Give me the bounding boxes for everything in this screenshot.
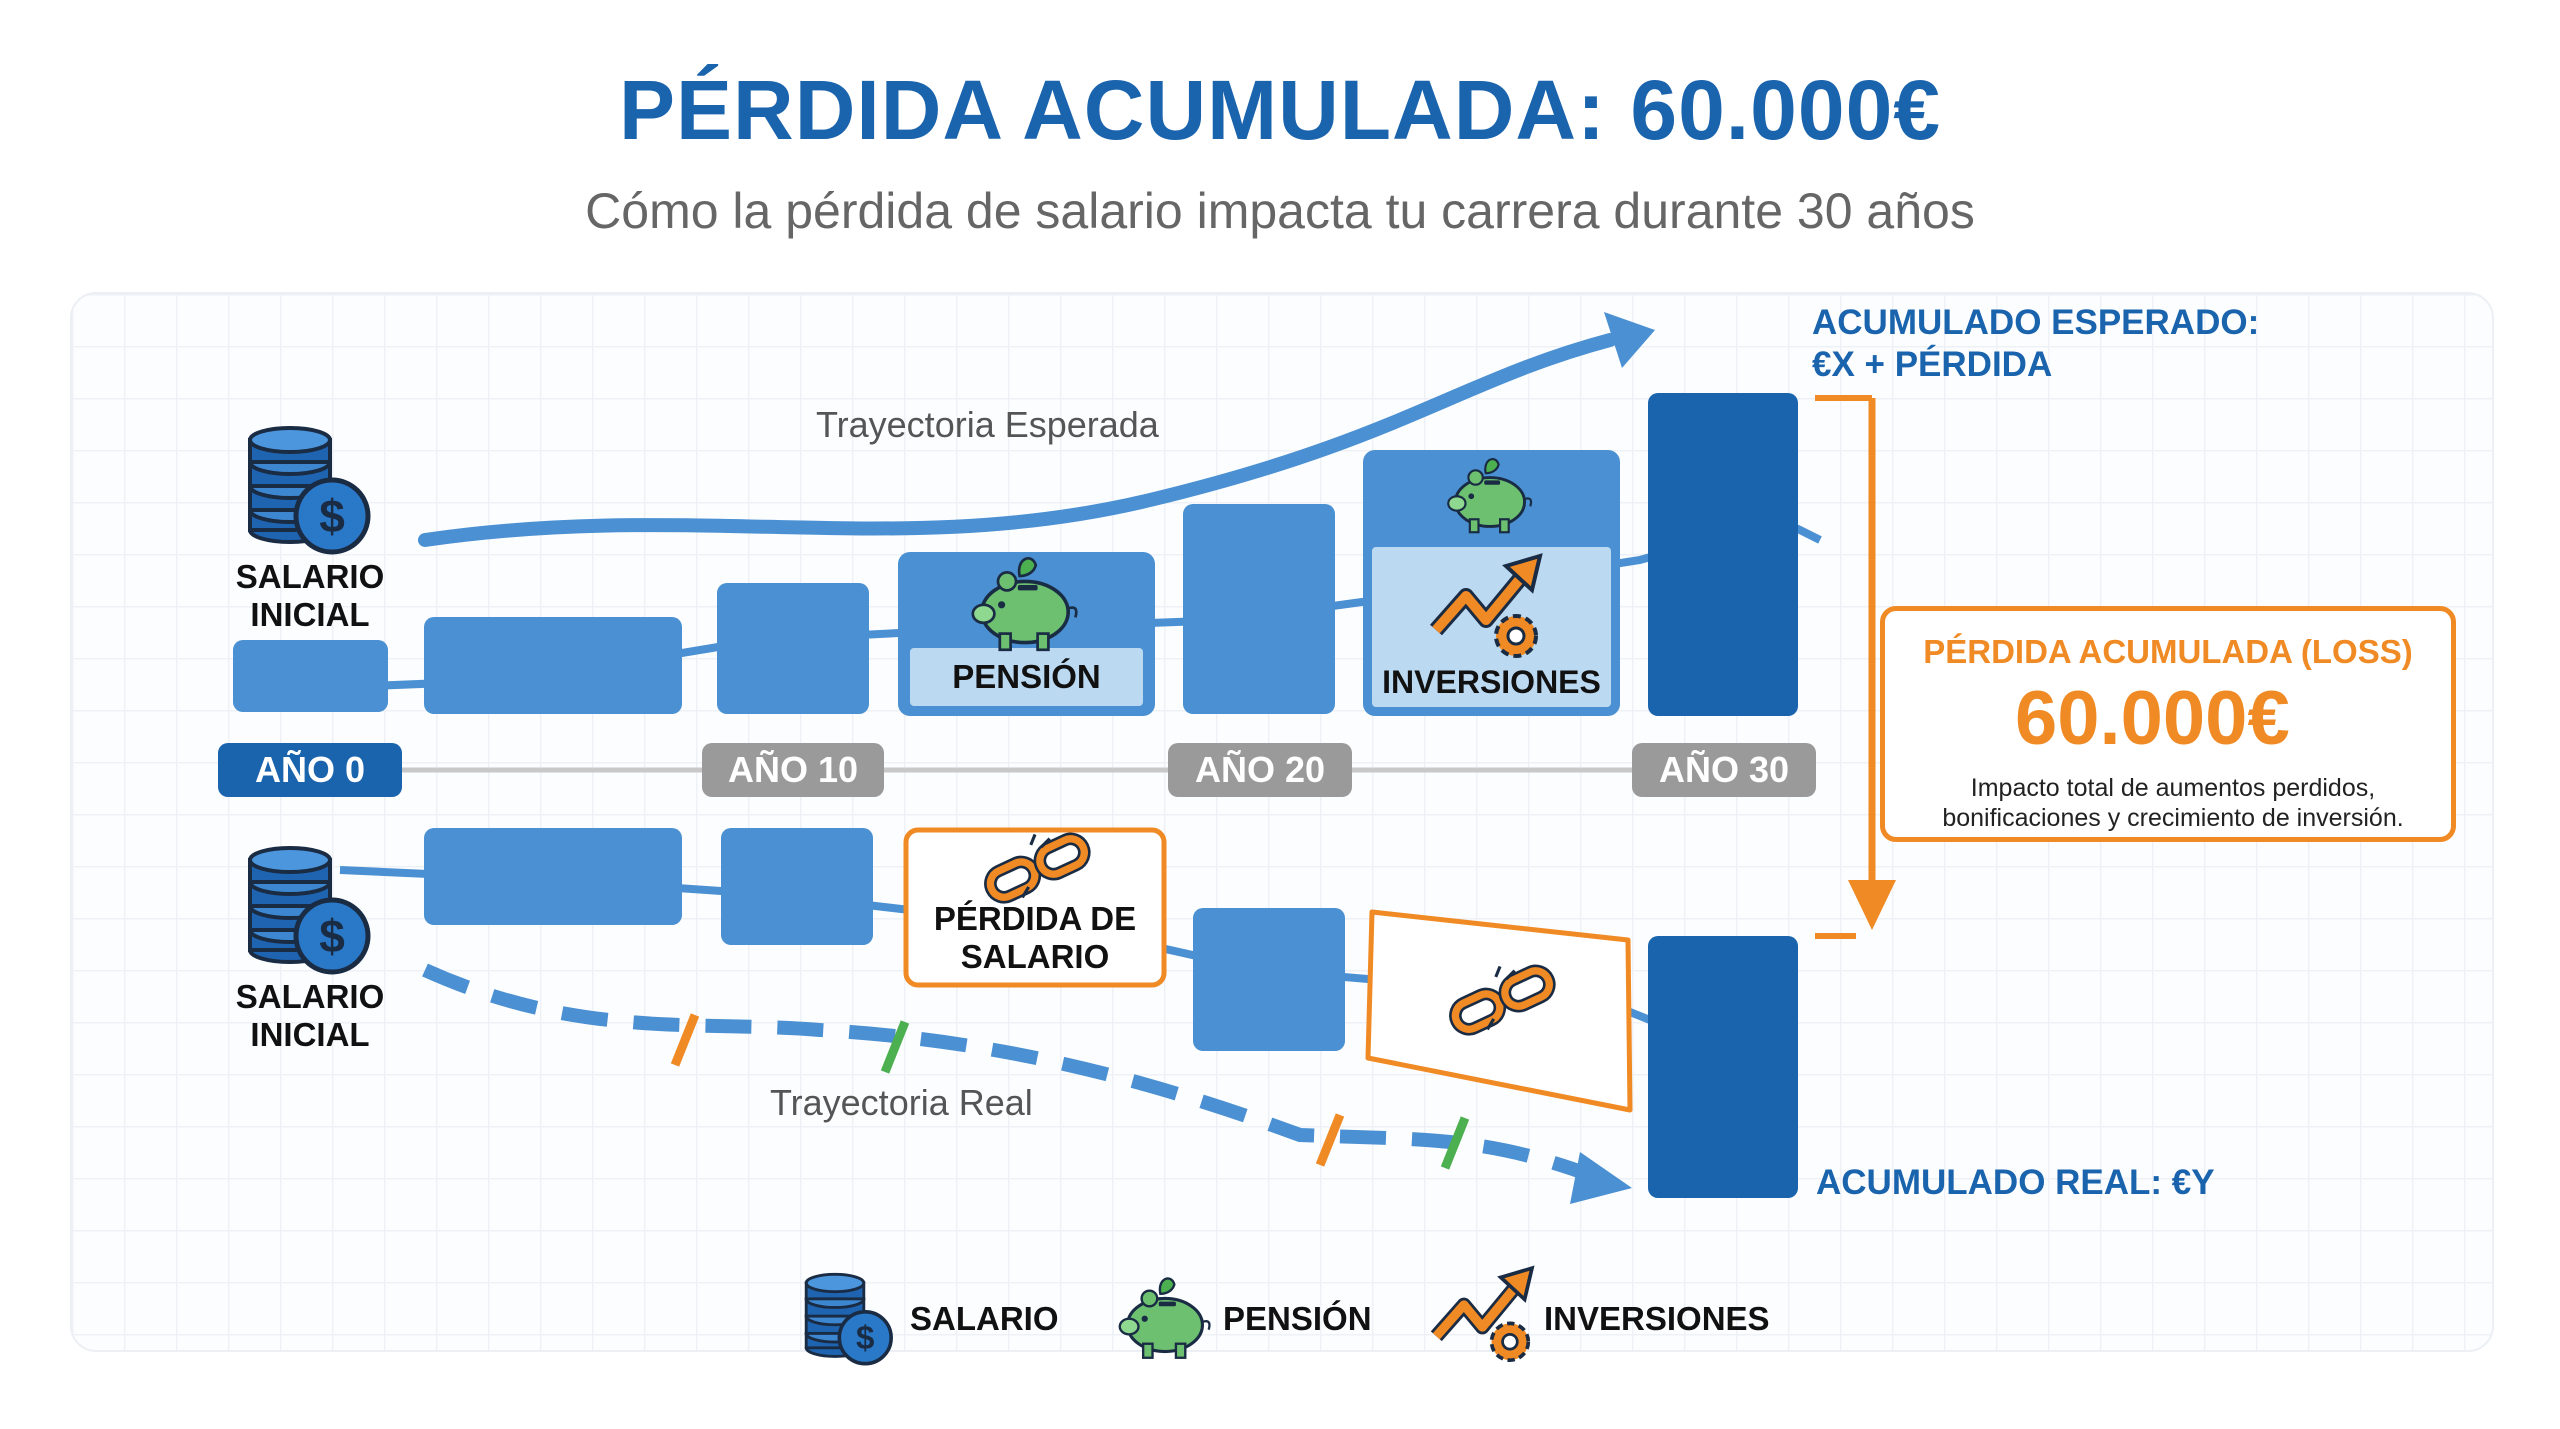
expected-trajectory-arrowhead [1604, 312, 1655, 368]
real-tick-green [1440, 1116, 1470, 1170]
timeline-year0: AÑO 0 [218, 743, 402, 797]
expected-bar-year30 [1648, 393, 1798, 716]
loss-title: PÉRDIDA ACUMULADA (LOSS) [1923, 633, 2413, 670]
investments-label: INVERSIONES [1382, 664, 1601, 700]
loss-description: Impacto total de aumentos perdidos, boni… [1895, 773, 2451, 833]
legend-label-pension: PENSIÓN [1223, 1300, 1372, 1337]
legend-label-salary: SALARIO [910, 1300, 1059, 1337]
start-label-bottom: SALARIO INICIAL [210, 978, 410, 1054]
start-label-bottom-line2: INICIAL [250, 1016, 370, 1053]
timeline-year30: AÑO 30 [1632, 743, 1816, 797]
real-tick-orange [670, 1013, 700, 1067]
real-tick-green [880, 1020, 910, 1074]
real-total-label: ACUMULADO REAL: €Y [1816, 1163, 2215, 1202]
expected-bar-year0 [233, 640, 388, 712]
coin-stack-dollar-icon [250, 428, 368, 552]
loss-callout: PÉRDIDA ACUMULADA (LOSS) 60.000€ Impacto… [1880, 606, 2456, 842]
real-box-salary-loss [903, 827, 1167, 988]
expected-total-line1: ACUMULADO ESPERADO: [1812, 303, 2260, 342]
page-subtitle: Cómo la pérdida de salario impacta tu ca… [585, 183, 1975, 239]
legend-label-investments: INVERSIONES [1544, 1300, 1770, 1337]
legend-coin-stack-icon [804, 1272, 893, 1366]
real-bar-year20 [1193, 908, 1345, 1051]
expected-total-label: ACUMULADO ESPERADO: €X + PÉRDIDA [1812, 302, 2259, 386]
salary-loss-label-line1: PÉRDIDA DE [933, 900, 1137, 937]
timeline-year20: AÑO 20 [1168, 743, 1352, 797]
legend-piggy-bank-icon [1118, 1276, 1212, 1360]
expected-bar-year5 [424, 617, 682, 714]
real-trajectory-label: Trayectoria Real [770, 1082, 1033, 1123]
real-tick-orange [1315, 1113, 1345, 1167]
start-label-top: SALARIO INICIAL [210, 558, 410, 634]
real-trajectory-curve [422, 963, 1593, 1182]
real-trajectory-arrowhead [1570, 1152, 1632, 1204]
expected-bar-year20 [1183, 504, 1335, 714]
start-label-top-line1: SALARIO [235, 558, 385, 595]
page-title: PÉRDIDA ACUMULADA: 60.000€ [618, 63, 1941, 157]
salary-loss-label-line2: SALARIO [960, 938, 1110, 975]
pension-label: PENSIÓN [952, 658, 1101, 695]
timeline-year10: AÑO 10 [702, 743, 884, 797]
expected-total-line2: €X + PÉRDIDA [1812, 345, 2053, 384]
real-bar-year30 [1648, 936, 1798, 1198]
loss-description-line2: bonificaciones y crecimiento de inversió… [1942, 804, 2404, 832]
investments-label-bg [1372, 547, 1611, 707]
real-bar-year5 [424, 828, 682, 925]
real-bar-year10 [721, 828, 873, 945]
pension-label-bg [910, 648, 1143, 706]
loss-bracket-arrowhead [1848, 880, 1896, 930]
expected-trajectory-label: Trayectoria Esperada [816, 404, 1159, 445]
loss-value: 60.000€ [2015, 676, 2290, 761]
legend-growth-icon [1436, 1268, 1532, 1360]
expected-trajectory-curve [418, 333, 1617, 547]
expected-bar-year10 [717, 583, 869, 714]
loss-description-line1: Impacto total de aumentos perdidos, [1970, 774, 2376, 802]
start-label-bottom-line1: SALARIO [235, 978, 385, 1015]
start-label-top-line2: INICIAL [250, 596, 370, 633]
salary-loss-label: PÉRDIDA DE SALARIO [906, 900, 1164, 976]
